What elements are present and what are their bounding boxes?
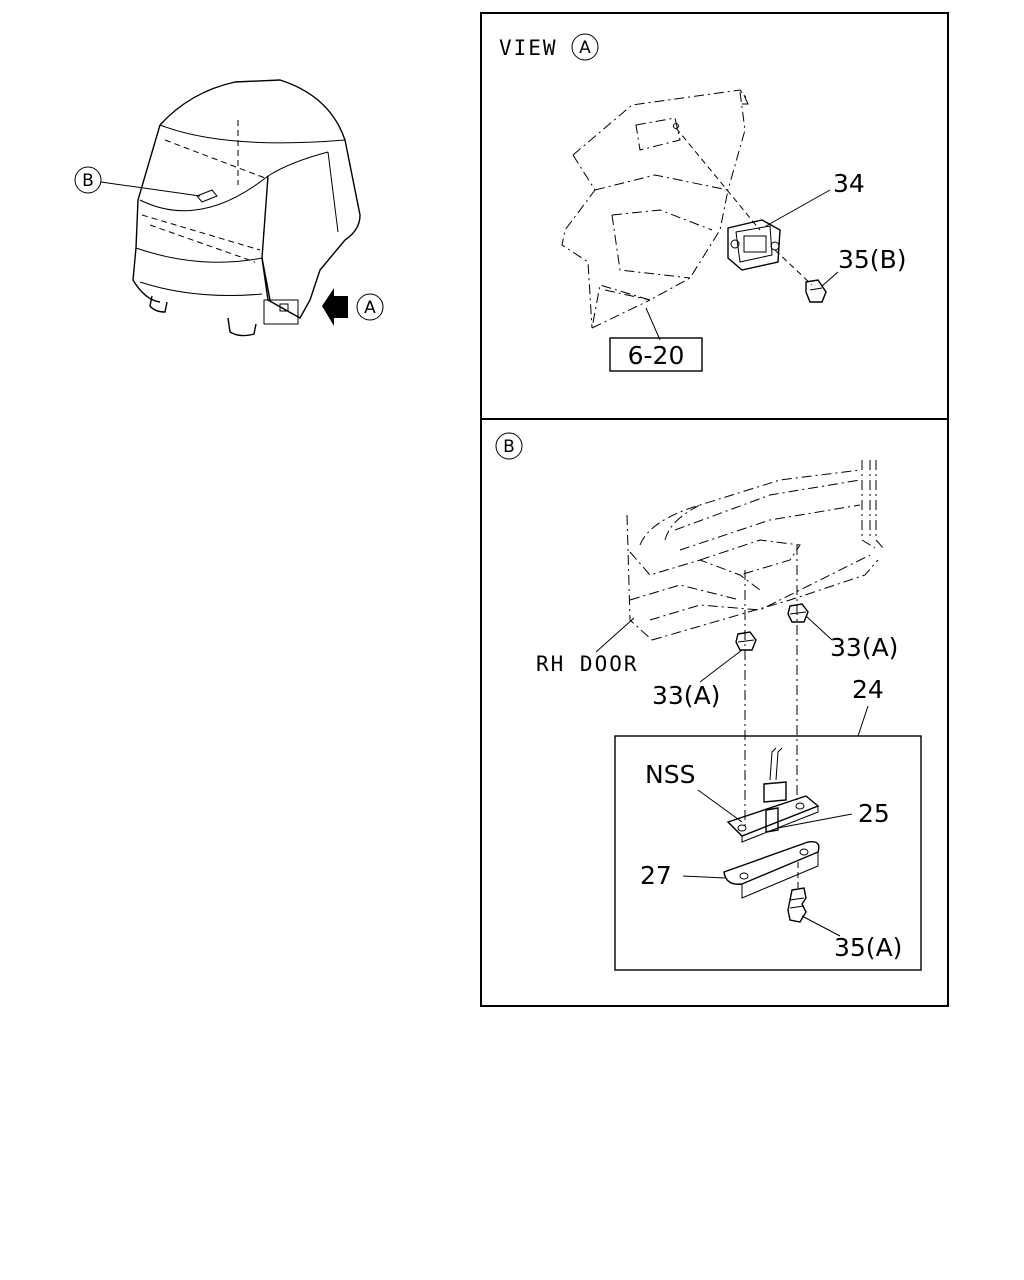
clip-33a-left (735, 631, 757, 651)
leader-34 (765, 189, 831, 227)
label-rh-door: RH DOOR (536, 652, 639, 676)
label-nss: NSS (645, 760, 695, 789)
view-marker: A (579, 38, 591, 58)
marker-b-text: B (82, 171, 94, 191)
leader-33a-left (699, 649, 743, 683)
screw-35b-axis (774, 249, 813, 286)
step-panel-6-20 (561, 89, 749, 329)
label-33a-left: 33(A) (652, 681, 720, 710)
leader-to-34 (675, 127, 761, 231)
leader-35a (801, 915, 841, 937)
lens-27 (723, 841, 820, 899)
panel-b-marker: B (503, 437, 515, 457)
detail-frame (480, 12, 949, 1007)
lamp-base-nss (726, 795, 820, 843)
leader-27 (682, 875, 726, 879)
ref-box-6-20 (609, 337, 703, 372)
leader-6-20 (645, 307, 661, 341)
door-step-structure (626, 460, 886, 641)
marker-a-text: A (364, 298, 376, 318)
label-6-20: 6-20 (628, 341, 685, 370)
label-33a-right: 33(A) (830, 633, 898, 662)
leader-rh-door (595, 617, 635, 653)
screw-35a (787, 887, 807, 923)
label-35b: 35(B) (838, 245, 906, 274)
view-a-arrow: A (322, 288, 384, 326)
label-34: 34 (833, 169, 865, 198)
leader-35b (821, 271, 839, 287)
view-a-title: VIEW A (499, 33, 599, 61)
label-27: 27 (640, 861, 672, 890)
label-35a: 35(A) (834, 933, 902, 962)
cab-overview (132, 79, 361, 337)
leader-24 (857, 705, 869, 737)
label-25: 25 (858, 799, 890, 828)
bulb-wires (763, 747, 787, 803)
view-label: VIEW (499, 36, 558, 60)
label-24: 24 (852, 675, 884, 704)
callout-b-overview: B (74, 166, 201, 197)
leader-nss (697, 789, 743, 823)
panel-b-title: B (495, 432, 523, 460)
leader-33a-right (805, 615, 833, 641)
clip-33a-right (787, 603, 809, 623)
part-35b-screw (805, 279, 827, 303)
part-34-socket (727, 219, 781, 271)
leader-25 (777, 813, 853, 829)
assembly-24-box (614, 735, 922, 971)
